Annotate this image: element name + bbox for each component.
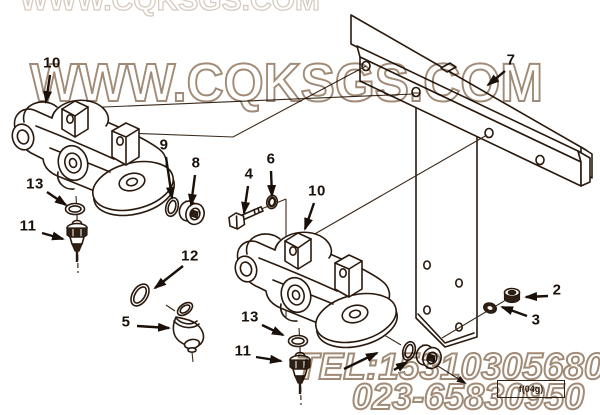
callout-arrow-15 (343, 351, 379, 371)
bolt (228, 206, 264, 230)
callout-arrow-3 (500, 305, 528, 318)
callout-arrow-5 (136, 322, 171, 332)
callout-arrow-13 (261, 323, 285, 337)
callout-arrow-7 (486, 70, 506, 87)
callout-arrow-16 (393, 360, 409, 372)
nut (503, 287, 521, 304)
mounting-plate (350, 14, 593, 348)
caption-box: f(04g) (497, 380, 565, 398)
washer (483, 302, 497, 314)
callout-arrow-11 (41, 231, 65, 241)
callout-arrow-13 (46, 191, 68, 207)
callout-arrow-10 (303, 202, 316, 231)
plate-tab (440, 62, 457, 73)
callout-arrow-10 (43, 74, 53, 104)
callout-arrow-2 (524, 292, 549, 301)
callout-arrow-8 (187, 174, 197, 207)
mounting-bar (356, 45, 591, 187)
callout-arrow-12 (153, 265, 184, 290)
callout-arrow-6 (267, 170, 277, 198)
o-ring-12 (130, 283, 150, 307)
callout-arrow-9 (164, 156, 175, 200)
callout-arrow-11 (255, 354, 283, 364)
elbow-fitting (165, 301, 205, 363)
callout-arrow-4 (241, 185, 251, 215)
